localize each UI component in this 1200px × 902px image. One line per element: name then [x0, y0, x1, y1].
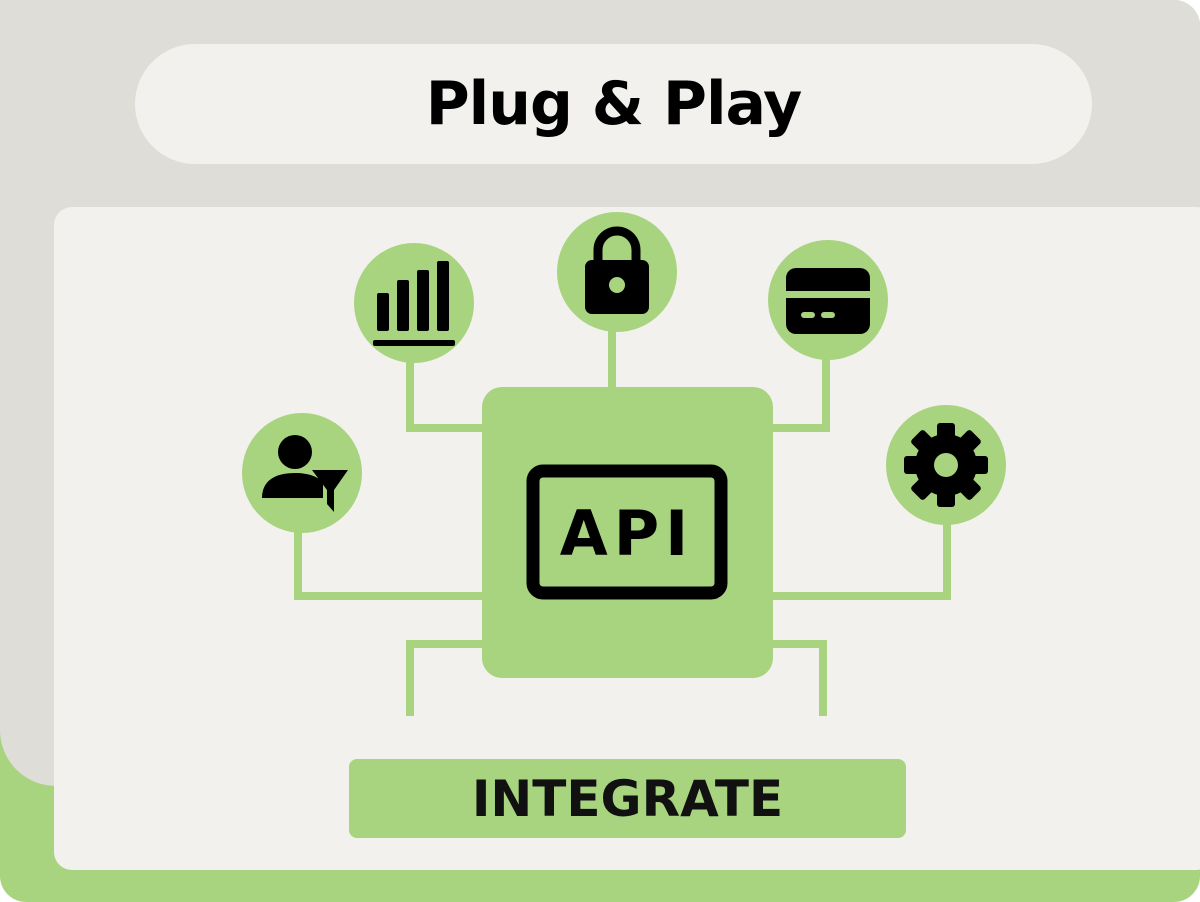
title-pill: Plug & Play — [135, 44, 1092, 164]
connector-bottom-right — [770, 640, 827, 716]
connector-chart — [406, 360, 485, 432]
connector-user — [294, 530, 485, 600]
credit-card-icon — [768, 240, 888, 360]
page-title: Plug & Play — [425, 69, 803, 139]
integrate-label: INTEGRATE — [471, 769, 784, 828]
api-label: API — [560, 497, 695, 570]
bar-chart-icon — [354, 243, 474, 363]
connector-lines — [294, 330, 951, 716]
connector-card — [770, 358, 830, 432]
connector-bottom-left — [406, 640, 485, 716]
connector-gear — [770, 520, 951, 600]
integrate-bar: INTEGRATE — [349, 759, 906, 838]
gear-icon — [886, 405, 1006, 525]
user-filter-icon — [242, 413, 362, 533]
api-chip — [482, 387, 773, 678]
api-chip-frame — [526, 464, 728, 600]
lock-icon — [557, 212, 677, 332]
